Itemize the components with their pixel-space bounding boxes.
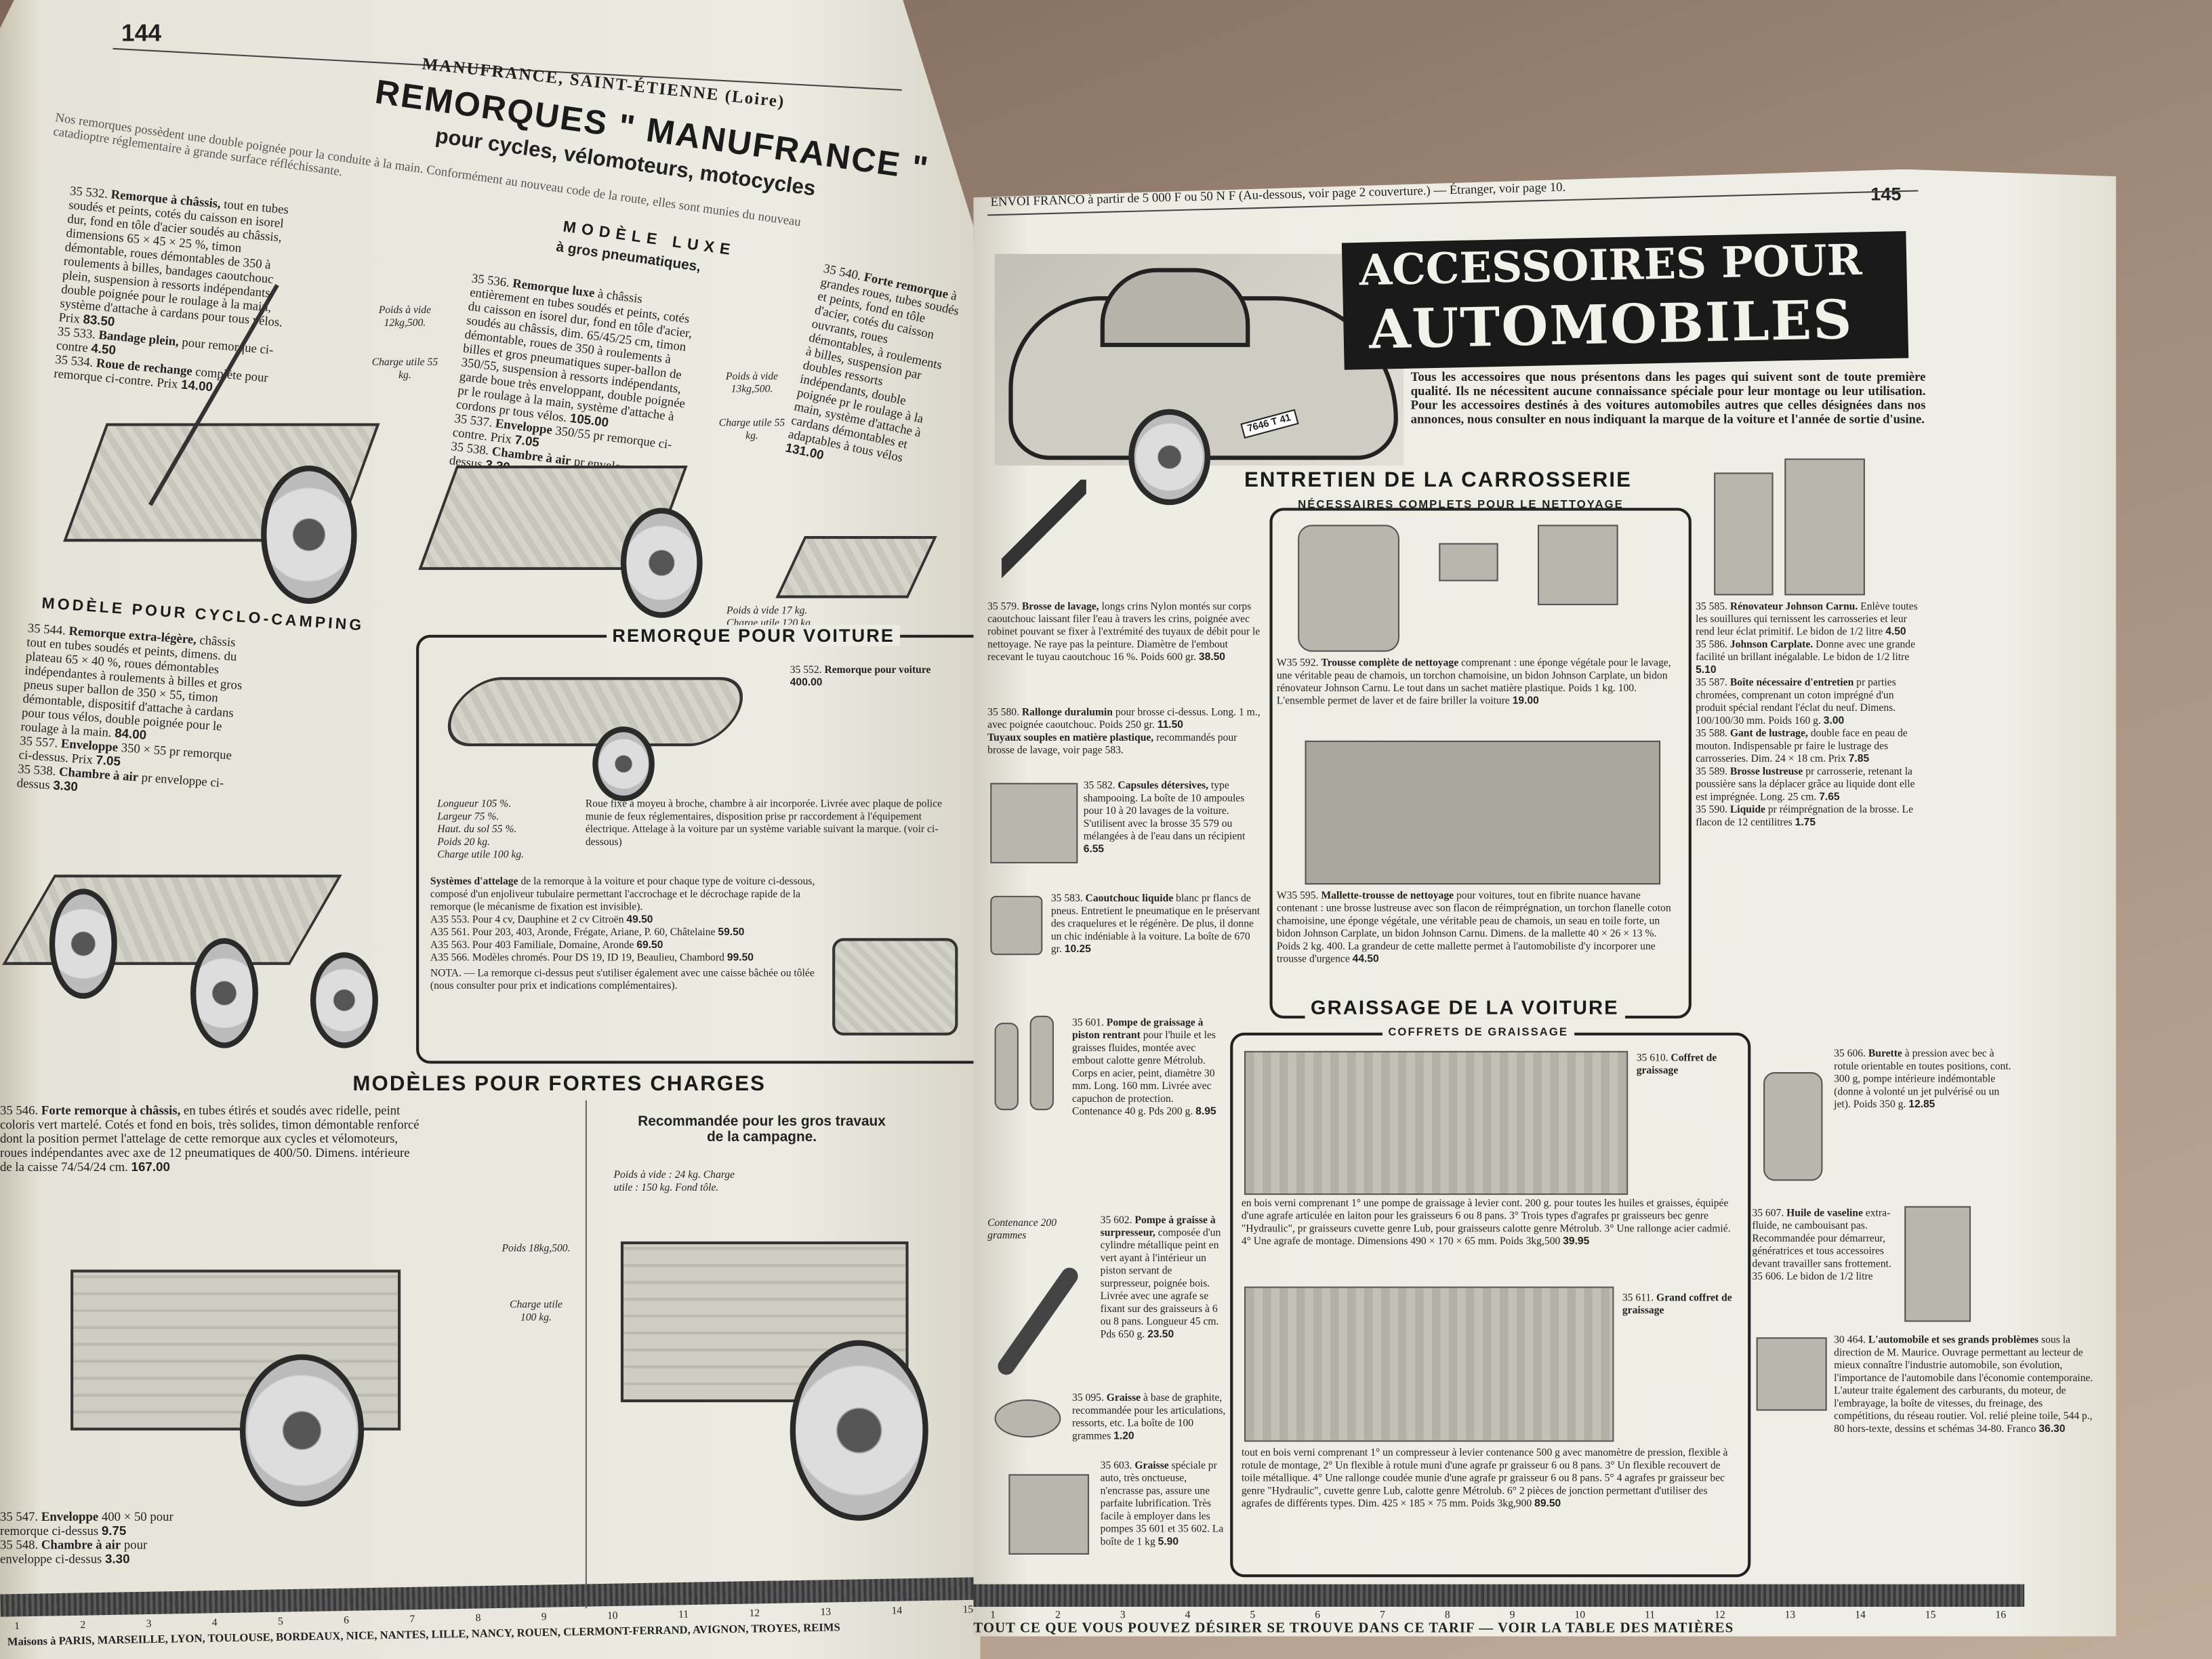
contenance-label: Contenance 200 grammes bbox=[987, 1216, 1057, 1242]
sponge-image bbox=[1439, 543, 1498, 581]
item-forte-remorque-chassis: 35 546. Forte remorque à châssis, en tub… bbox=[0, 1103, 419, 1174]
graisse-box-image bbox=[1008, 1474, 1090, 1555]
item-caoutchouc-liquide: 35 583. Caoutchouc liquide blanc pr flan… bbox=[1050, 891, 1261, 956]
item-pompe-graissage: 35 601. Pompe de graissage à piston rent… bbox=[1072, 1015, 1216, 1118]
capsules-box-image bbox=[990, 783, 1078, 863]
item-enveloppe-bottom-left: 35 547. Enveloppe 400 × 50 pour remorque… bbox=[0, 1509, 173, 1566]
right-page-145: ENVOI FRANCO à partir de 5 000 F ou 50 N… bbox=[973, 169, 2116, 1637]
item-remorque-extra-legere: 35 544. Remorque extra-légère, châssis t… bbox=[16, 620, 243, 794]
johnson-items-list: 35 585. Rénovateur Johnson Carnu. Enlève… bbox=[1696, 599, 1918, 828]
item-remorque-voiture: 35 552. Remorque pour voiture 400.00 bbox=[790, 663, 931, 689]
weight-label-1: Poids à vide 12kg,500. bbox=[378, 303, 432, 329]
item-huile-vaseline: 35 607. Huile de vaseline extra-fluide, … bbox=[1752, 1206, 1891, 1283]
huile-can-image bbox=[1904, 1206, 1971, 1322]
footer-text: TOUT CE QUE VOUS POUVEZ DÉSIRER SE TROUV… bbox=[973, 1620, 1734, 1637]
fortes-weight: Poids 18kg,500. bbox=[501, 1241, 571, 1254]
footer-band bbox=[973, 1584, 2025, 1607]
item-forte-remorque: 35 540. Forte remorque à grandes roues, … bbox=[784, 261, 961, 465]
load-label-1: Charge utile 55 kg. bbox=[371, 355, 438, 382]
graissage-heading: GRAISSAGE DE LA VOITURE bbox=[1305, 996, 1625, 1019]
bottles-image bbox=[1537, 525, 1618, 606]
item-remorque-chassis: 35 532. Remorque à châssis, tout en tube… bbox=[53, 183, 289, 394]
left-page-144: 144 MANUFRANCE, SAINT-ÉTIENNE (Loire) RE… bbox=[0, 0, 981, 1659]
item-graisse-speciale: 35 603. Graisse spéciale pr auto, très o… bbox=[1100, 1458, 1224, 1548]
banner-line-2: AUTOMOBILES bbox=[1368, 287, 1854, 361]
liquid-rubber-can-image bbox=[990, 895, 1043, 956]
surpresseur-pump-image bbox=[994, 1264, 1082, 1378]
item-mallette: W35 595. Mallette-trousse de nettoyage p… bbox=[1276, 888, 1671, 965]
item-graisse-graphite: 35 095. Graisse à base de graphite, reco… bbox=[1072, 1391, 1226, 1442]
covered-trailer-illustration bbox=[832, 938, 958, 1036]
page-number: 145 bbox=[1870, 183, 1902, 205]
mallette-image bbox=[1305, 740, 1661, 885]
carrosserie-sub: NÉCESSAIRES COMPLETS POUR LE NETTOYAGE bbox=[1298, 497, 1624, 511]
grease-pump-image-2 bbox=[1029, 1015, 1054, 1111]
cleaning-kit-bag-image bbox=[1298, 525, 1399, 652]
item-coffret-graissage: en bois verni comprenant 1° une pompe de… bbox=[1241, 1196, 1731, 1248]
item-rallonge: 35 580. Rallonge duralumin pour brosse c… bbox=[987, 705, 1261, 756]
item-grand-coffret: tout en bois verni comprenant 1° un comp… bbox=[1241, 1446, 1728, 1510]
johnson-carnu-can-image bbox=[1714, 472, 1774, 596]
coffrets-sub: COFFRETS DE GRAISSAGE bbox=[1382, 1025, 1574, 1039]
page-number: 144 bbox=[121, 20, 162, 47]
voiture-desc: Roue fixe à moyeu à broche, chambre à ai… bbox=[585, 797, 943, 848]
item-remorque-luxe: 35 536. Remorque luxe à châssis entièrem… bbox=[448, 270, 693, 478]
burette-image bbox=[1763, 1072, 1823, 1181]
carrosserie-heading: ENTRETIEN DE LA CARROSSERIE bbox=[1244, 468, 1633, 493]
load-label-2: Charge utile 55 kg. bbox=[718, 416, 785, 442]
item-livre-automobile: 30 464. L'automobile et ses grands probl… bbox=[1834, 1333, 2093, 1435]
johnson-carplate-can-image bbox=[1784, 458, 1865, 596]
campagne-note: Recommandée pour les gros travaux de la … bbox=[638, 1114, 886, 1146]
book-image bbox=[1756, 1337, 1827, 1411]
item-coffret-graissage-title: 35 610. Coffret de graissage bbox=[1636, 1050, 1717, 1077]
title-banner: ACCESSOIRES POUR AUTOMOBILES bbox=[1341, 231, 1909, 370]
campagne-specs: Poids à vide : 24 kg. Charge utile : 150… bbox=[613, 1168, 735, 1194]
item-brosse-lavage: 35 579. Brosse de lavage, longs crins Ny… bbox=[987, 599, 1261, 663]
weight-label-2: Poids à vide 13kg,500. bbox=[725, 369, 779, 395]
graisse-tin-image bbox=[994, 1399, 1061, 1438]
grand-coffret-image bbox=[1244, 1286, 1614, 1442]
item-pompe-surpresseur: 35 602. Pompe à graisse à surpresseur, c… bbox=[1100, 1213, 1221, 1340]
item-capsules: 35 582. Capsules détersives, type shampo… bbox=[1083, 779, 1246, 855]
column-divider bbox=[585, 1100, 587, 1609]
fortes-load: Charge utile 100 kg. bbox=[510, 1298, 562, 1324]
remorque-voiture-heading: REMORQUE POUR VOITURE bbox=[607, 625, 901, 647]
item-trousse-nettoyage: W35 592. Trousse complète de nettoyage c… bbox=[1276, 655, 1671, 707]
fortes-charges-heading: MODÈLES POUR FORTES CHARGES bbox=[352, 1072, 766, 1097]
item-grand-coffret-title: 35 611. Grand coffret de graissage bbox=[1622, 1290, 1732, 1317]
wash-brush-illustration bbox=[1001, 479, 1086, 593]
coffret-graissage-image bbox=[1244, 1050, 1629, 1195]
voiture-specs: Longueur 105 %.Largeur 75 %.Haut. du sol… bbox=[437, 797, 525, 861]
intro-text: Tous les accessoires que nous présentons… bbox=[1410, 369, 1926, 426]
grease-pump-image bbox=[994, 1023, 1019, 1111]
attelage-section: Systèmes d'attelage de la remorque à la … bbox=[430, 874, 815, 992]
item-burette: 35 606. Burette à pression avec bec à ro… bbox=[1834, 1046, 2011, 1111]
